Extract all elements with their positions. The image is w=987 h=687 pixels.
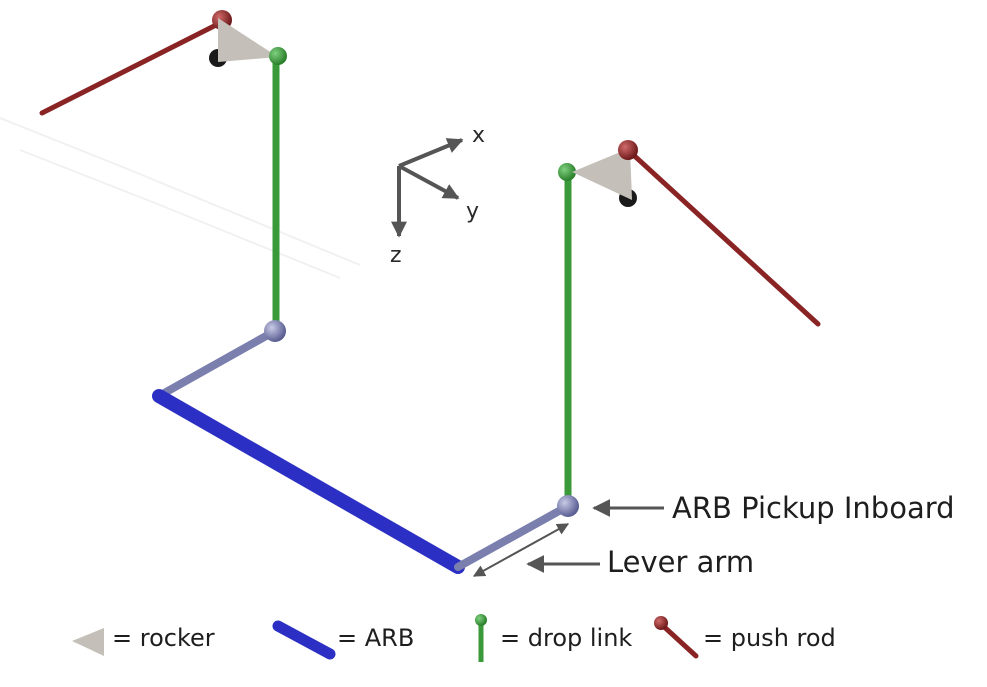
legend-drop-link-joint-icon [475,614,487,626]
legend-push-rod-joint-icon [654,616,668,630]
legend-push-rod-icon [658,621,699,659]
legend-rocker-icon [72,628,104,656]
legend-arb-icon [272,620,336,660]
drop-link-top-joint-left [269,47,287,65]
arb-lever-left [155,327,279,400]
y-axis-arrow [398,164,460,200]
legend-arb-label: = ARB [337,624,414,652]
arb-pickup-right [557,495,579,517]
coordinate-triad [391,138,464,238]
lever-arm-dimension [472,523,570,577]
legend-drop-link-label: = drop link [500,624,632,652]
arb-bar [152,389,465,574]
left-assembly [39,10,287,400]
arb-pickup-left [264,320,286,342]
push-rod-right [625,147,821,327]
x-axis-label: x [472,123,485,148]
x-axis-arrow [398,138,464,168]
push-rod-left [39,19,225,116]
lever-arm-callout-label: Lever arm [607,545,754,579]
legend-rocker-label: = rocker [112,624,215,652]
y-axis-label: y [466,199,479,224]
rocker-left [218,18,278,62]
push-rod-joint-right [618,140,638,160]
arb-pickup-callout-label: ARB Pickup Inboard [672,491,955,525]
arb-lever-right [454,502,572,571]
legend: = rocker = ARB = drop link = push rod [72,614,836,662]
legend-push-rod-label: = push rod [703,624,836,652]
background-ghost-lines [0,117,361,279]
rocker-right [572,148,632,200]
drop-link-top-joint-right [558,163,576,181]
z-axis-label: z [390,243,402,268]
